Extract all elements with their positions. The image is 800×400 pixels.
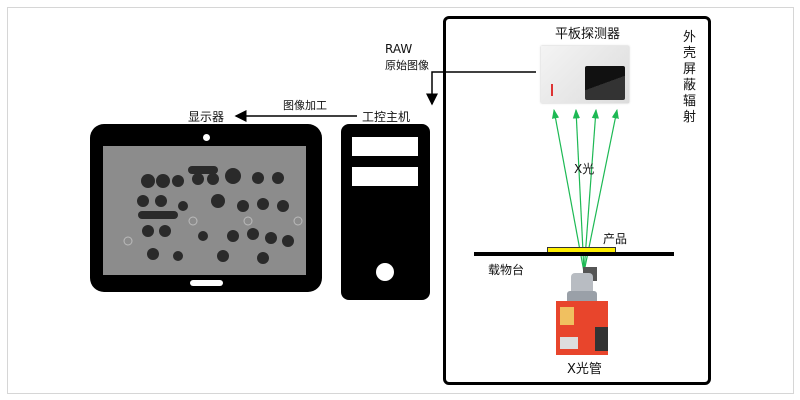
raw-data-arrow — [426, 71, 536, 106]
display-label: 显示器 — [188, 110, 225, 124]
ipc-label: 工控主机 — [362, 110, 411, 124]
raw-image-label: 原始图像 — [385, 59, 429, 72]
xray-tube — [555, 265, 611, 357]
power-button-icon — [376, 263, 394, 281]
xray-label: X光 — [574, 162, 595, 176]
tube-label: X光管 — [567, 362, 602, 377]
shielding-label: 外壳屏蔽辐射 — [683, 30, 697, 125]
drive-bay — [352, 167, 418, 186]
xray-beams — [551, 108, 619, 273]
outer-frame — [7, 7, 794, 394]
product-label: 产品 — [603, 232, 628, 246]
flat-panel-detector — [541, 46, 629, 103]
drive-bay — [352, 137, 418, 156]
xray-image-screen — [103, 146, 306, 275]
processing-label: 图像加工 — [283, 99, 327, 112]
home-button — [190, 280, 223, 286]
stage — [474, 252, 674, 256]
detector-label: 平板探测器 — [555, 27, 621, 42]
stage-label: 载物台 — [488, 263, 525, 277]
camera-icon — [203, 134, 210, 141]
raw-label: RAW — [385, 42, 413, 56]
shielded-enclosure — [443, 16, 711, 385]
